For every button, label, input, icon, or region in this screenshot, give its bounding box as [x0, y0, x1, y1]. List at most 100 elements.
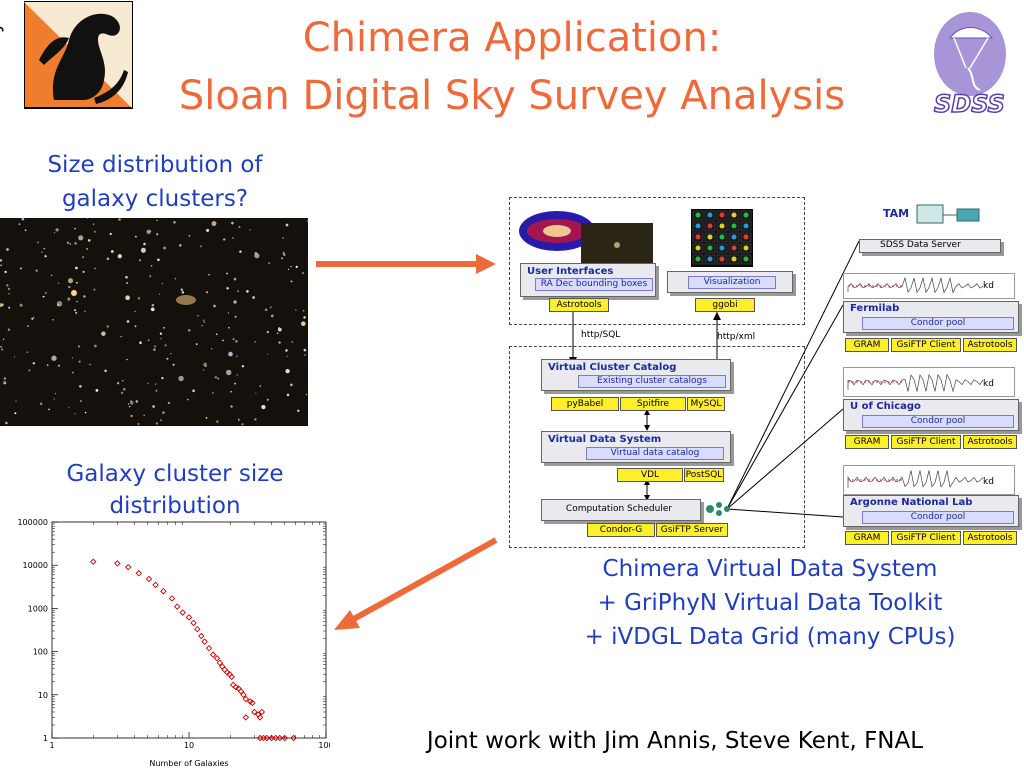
star — [78, 360, 81, 363]
postsql-button[interactable]: PostSQL — [684, 468, 724, 482]
argonne-name: Argonne National Lab — [850, 497, 973, 508]
data-point — [194, 625, 201, 633]
pybabel-button[interactable]: pyBabel — [551, 397, 619, 411]
ra-dec-input[interactable]: RA Dec bounding boxes — [535, 278, 653, 291]
uchicago-name: U of Chicago — [850, 401, 921, 412]
star — [44, 291, 47, 294]
ggobi-button[interactable]: ggobi — [695, 298, 755, 312]
viz-dot — [719, 223, 725, 229]
star — [134, 325, 137, 328]
link-argonne — [726, 508, 844, 518]
vcc-inner: Existing cluster catalogs — [578, 375, 726, 388]
star — [28, 369, 31, 372]
star — [56, 301, 63, 307]
data-point — [258, 708, 266, 716]
star — [203, 321, 206, 323]
vds-scheduler-arrowhead-up — [644, 479, 650, 485]
data-point — [263, 734, 271, 742]
star — [57, 282, 60, 284]
star — [212, 392, 214, 394]
star — [295, 265, 298, 269]
star — [264, 308, 268, 312]
star — [14, 412, 17, 415]
star — [48, 408, 50, 411]
user-interfaces-box: User Interfaces RA Dec bounding boxes — [520, 263, 656, 297]
uchicago-gram-button[interactable]: GRAM — [845, 435, 889, 449]
star — [71, 371, 74, 374]
fermilab-gsiftp-client-button[interactable]: GsiFTP Client — [891, 338, 961, 352]
viz-dot — [743, 234, 749, 240]
uchicago-astrotools-button[interactable]: Astrotools — [963, 435, 1017, 449]
data-point — [124, 563, 132, 571]
data-point — [276, 734, 284, 742]
visualization-label: Visualization — [688, 276, 776, 289]
star — [285, 223, 289, 227]
star — [261, 405, 266, 410]
star — [197, 315, 199, 317]
star — [156, 233, 159, 236]
star — [78, 235, 84, 241]
star — [82, 256, 84, 258]
star — [303, 316, 306, 319]
arrow-to-system-head — [476, 254, 496, 274]
star — [186, 398, 189, 401]
x-tick-label: 1 — [49, 741, 54, 750]
star — [157, 258, 160, 262]
fermilab-gram-button[interactable]: GRAM — [845, 338, 889, 352]
mysql-button[interactable]: MySQL — [687, 397, 725, 411]
condor-g-button[interactable]: Condor-G — [587, 523, 655, 537]
star — [126, 358, 128, 361]
star — [110, 250, 114, 253]
star — [290, 383, 293, 387]
argonne-thumbnail — [843, 465, 1015, 495]
star — [304, 354, 306, 356]
star — [231, 221, 234, 225]
star — [76, 281, 78, 284]
star — [222, 339, 224, 342]
link-uchicago — [726, 408, 844, 510]
star — [118, 218, 121, 221]
star — [239, 250, 242, 253]
viz-dot — [731, 256, 737, 262]
spitfire-button[interactable]: Spitfire — [620, 397, 686, 411]
star — [285, 349, 288, 352]
system-caption-line-1: Chimera Virtual Data System — [602, 556, 938, 582]
star — [52, 318, 54, 321]
star — [226, 272, 229, 275]
star — [67, 278, 74, 284]
star — [203, 362, 207, 367]
vdl-button[interactable]: VDL — [617, 468, 683, 482]
argonne-gram-button[interactable]: GRAM — [845, 531, 889, 545]
star — [83, 295, 86, 298]
star — [300, 321, 306, 327]
star — [53, 232, 56, 234]
uchicago-gsiftp-client-button[interactable]: GsiFTP Client — [891, 435, 961, 449]
architecture-diagram: User Interfaces RA Dec bounding boxes As… — [505, 195, 1024, 555]
argonne-kd-label: kd — [983, 477, 994, 487]
argonne-gsiftp-client-button[interactable]: GsiFTP Client — [891, 531, 961, 545]
star — [204, 365, 207, 368]
data-point — [160, 587, 167, 595]
star — [301, 271, 305, 275]
star — [125, 275, 128, 279]
vcc-title: Virtual Cluster Catalog — [548, 362, 677, 373]
fermilab-astrotools-button[interactable]: Astrotools — [963, 338, 1017, 352]
y-tick-label: 10000 — [23, 561, 48, 570]
star — [252, 296, 255, 299]
diagram-connectors — [569, 240, 860, 518]
star — [173, 221, 176, 224]
griphyn-logo: GriPhyN — [0, 0, 140, 112]
star — [19, 303, 23, 307]
star — [234, 382, 237, 385]
star — [74, 309, 77, 312]
star — [135, 400, 139, 403]
star — [93, 288, 96, 291]
astrotools-ui-button[interactable]: Astrotools — [549, 298, 609, 312]
star — [138, 259, 142, 262]
star — [208, 274, 210, 276]
data-point — [168, 595, 176, 602]
argonne-astrotools-button[interactable]: Astrotools — [963, 531, 1017, 545]
gsiftp-server-button[interactable]: GsiFTP Server — [656, 523, 728, 537]
star — [26, 351, 29, 353]
data-point — [152, 581, 159, 589]
